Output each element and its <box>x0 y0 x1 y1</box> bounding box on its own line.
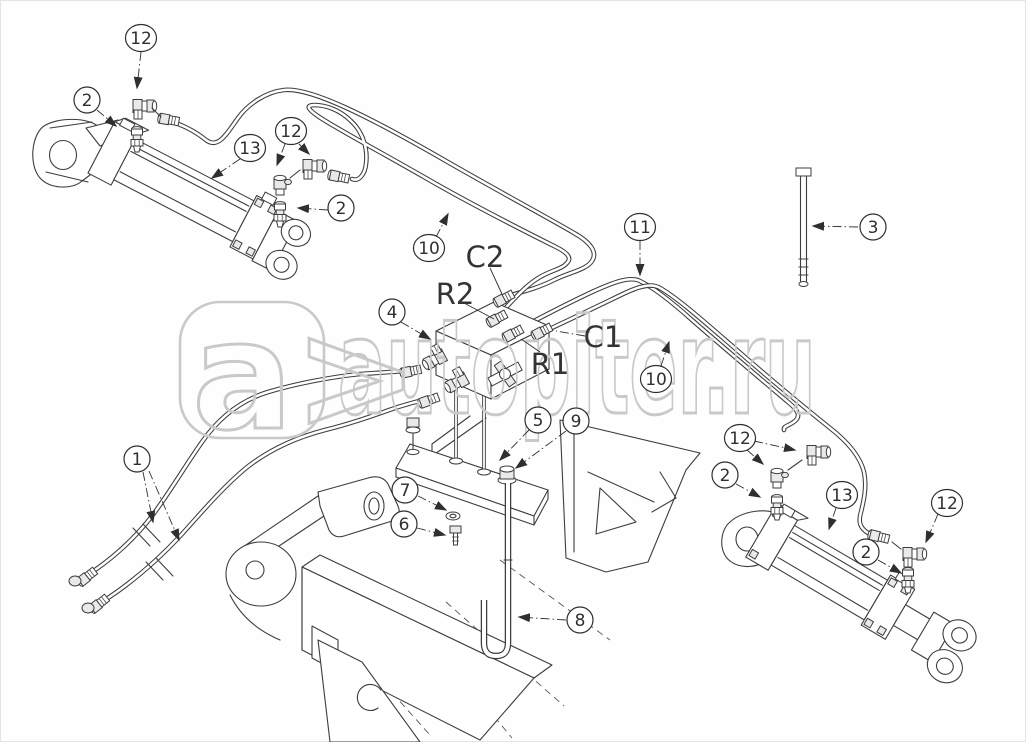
svg-text:12: 12 <box>280 122 302 142</box>
callout-7: 7 <box>391 476 419 504</box>
svg-text:1: 1 <box>132 450 143 470</box>
svg-text:6: 6 <box>399 515 410 535</box>
cross-fitting <box>487 360 523 388</box>
manifold-block <box>398 288 554 410</box>
svg-text:5: 5 <box>533 411 544 431</box>
callout-3: 3 <box>859 213 887 241</box>
callout-12-right-lower: 12 <box>930 488 964 518</box>
u-rod <box>484 483 513 656</box>
fittings-left-cylinder <box>130 99 351 228</box>
svg-text:3: 3 <box>868 218 879 238</box>
lower-bracket <box>317 639 421 742</box>
svg-text:8: 8 <box>575 611 586 631</box>
rubber-hoses <box>68 371 424 615</box>
svg-text:13: 13 <box>239 139 261 159</box>
callout-4: 4 <box>378 298 406 326</box>
svg-text:7: 7 <box>400 481 411 501</box>
washer-and-bolt <box>445 511 462 546</box>
callout-9: 9 <box>562 407 590 435</box>
port-labels: C2 R2 C1 R1 <box>436 240 623 381</box>
watermark-logo-frame <box>178 300 326 440</box>
callout-13-right: 13 <box>825 480 859 510</box>
svg-text:4: 4 <box>387 303 398 323</box>
callout-6: 6 <box>390 510 418 538</box>
svg-text:2: 2 <box>861 543 872 563</box>
port-label-c2: C2 <box>466 240 505 274</box>
pin-part <box>795 167 812 287</box>
callout-8: 8 <box>566 606 594 634</box>
port-label-r1: R1 <box>531 347 570 381</box>
fittings-right-cylinder <box>770 445 928 594</box>
svg-text:11: 11 <box>629 218 651 238</box>
pivot-hole <box>245 560 265 580</box>
callout-2-right-upper: 2 <box>711 461 739 489</box>
svg-text:13: 13 <box>831 486 853 506</box>
svg-text:12: 12 <box>130 29 152 49</box>
port-label-c1: C1 <box>584 320 623 354</box>
callout-2-left-top: 2 <box>73 86 101 114</box>
callout-11: 11 <box>623 212 657 242</box>
port-label-r2: R2 <box>436 277 475 311</box>
frame-boss <box>317 476 400 538</box>
callout-10-lower: 10 <box>639 364 673 394</box>
callout-1: 1 <box>123 445 151 473</box>
svg-text:9: 9 <box>571 412 582 432</box>
callout-2-left-mid: 2 <box>327 194 355 222</box>
svg-text:12: 12 <box>729 429 751 449</box>
svg-text:2: 2 <box>336 199 347 219</box>
callout-12-left-top: 12 <box>124 23 158 53</box>
svg-text:2: 2 <box>720 466 731 486</box>
plate-bolt <box>405 417 421 456</box>
leader-lines <box>96 51 939 623</box>
hose-break-marks <box>132 523 174 581</box>
callout-5: 5 <box>524 406 552 434</box>
watermark: a> autopiter.ru <box>178 289 817 466</box>
callouts: 12 2 13 12 2 10 11 3 4 10 5 9 1 7 6 <box>73 23 964 634</box>
cylinder-left <box>32 117 312 280</box>
callout-12-right-upper: 12 <box>723 423 757 453</box>
callout-10-upper: 10 <box>412 233 446 263</box>
callout-2-right-lower: 2 <box>852 538 880 566</box>
svg-text:10: 10 <box>418 239 440 259</box>
mounting-studs <box>449 340 491 476</box>
cylinder-right <box>721 503 977 684</box>
svg-text:10: 10 <box>645 370 667 390</box>
callout-13-left: 13 <box>233 133 267 163</box>
stud-nut <box>497 465 517 485</box>
callout-12-left-mid: 12 <box>274 116 308 146</box>
svg-text:2: 2 <box>82 91 93 111</box>
bracket-hole <box>356 683 382 712</box>
svg-text:12: 12 <box>936 494 958 514</box>
